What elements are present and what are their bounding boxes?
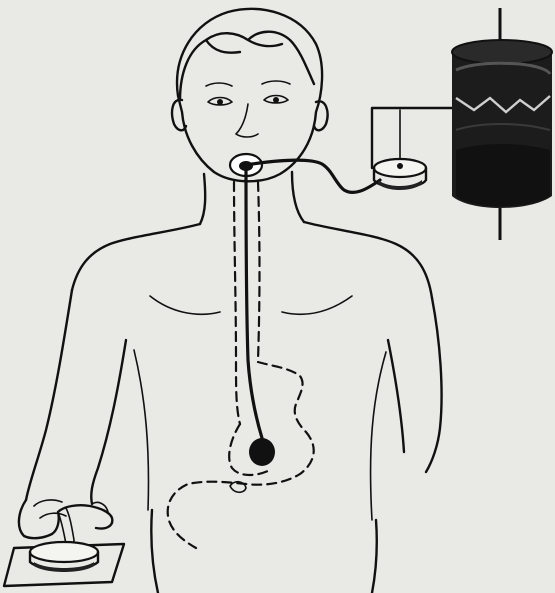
drum-top	[452, 40, 552, 64]
right-torso-side	[371, 352, 386, 520]
left-torso-side	[134, 350, 148, 510]
capsule-shadow	[378, 180, 422, 190]
left-arm-inner	[91, 340, 126, 504]
stomach-outline	[168, 362, 314, 548]
torso	[72, 172, 432, 593]
left-pectoral	[150, 296, 220, 314]
right-shoulder	[304, 222, 432, 298]
left-hand	[19, 500, 112, 545]
esophagus-right-wall	[258, 182, 260, 360]
recording-drum	[452, 8, 552, 240]
left-brow	[206, 83, 232, 86]
left-shoulder	[72, 224, 200, 290]
hand-outline	[19, 500, 112, 538]
drum-lower	[456, 144, 550, 207]
left-pupil	[217, 99, 223, 105]
esophagus-left-wall	[234, 182, 240, 424]
left-arm-outer	[26, 290, 72, 500]
left-waist	[151, 510, 158, 593]
right-arm-outer	[426, 298, 442, 472]
neck-left	[200, 174, 205, 224]
digestive-tract	[168, 182, 314, 548]
head	[172, 9, 327, 181]
nose	[236, 104, 258, 137]
hair	[180, 32, 314, 100]
finger-lines	[34, 500, 108, 518]
right-pupil	[273, 97, 279, 103]
arms	[26, 290, 442, 504]
tube-to-capsule	[252, 160, 380, 192]
signal-button	[4, 542, 124, 586]
right-arm-inner	[388, 340, 404, 452]
pressure-capsule	[372, 108, 452, 190]
right-waist	[372, 520, 377, 593]
gastric-balloon	[249, 438, 275, 466]
capsule-pivot	[397, 163, 403, 169]
right-pectoral	[282, 296, 352, 314]
button-top	[30, 542, 98, 562]
button-shadow	[34, 562, 94, 572]
right-brow	[262, 81, 290, 84]
neck-right	[292, 172, 304, 222]
